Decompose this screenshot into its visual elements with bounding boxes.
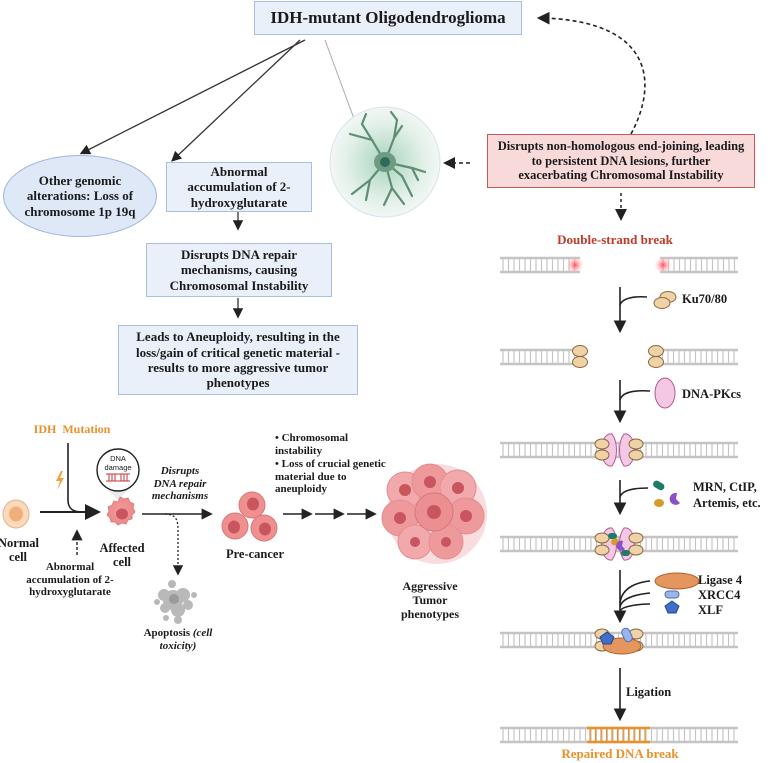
affected-cell-label: Affected cell: [99, 541, 145, 570]
dna-strand-ku-left: [500, 348, 582, 366]
title-box: IDH-mutant Oligodendroglioma: [254, 1, 522, 35]
ku-protein-icon: [653, 291, 677, 309]
bullet-loss-genetic-material: • Loss of crucial genetic material due t…: [275, 458, 386, 496]
mrn-icon: [653, 480, 665, 491]
dna-strand-mrn: [500, 535, 738, 553]
dna-strand-ku-right: [654, 348, 738, 366]
idh-mutation-arrow: [67, 443, 83, 513]
lightning-icon: [56, 471, 64, 490]
dna-strands: [500, 256, 738, 744]
aggressive-tumor-label: Aggressive Tumor phenotypes: [400, 579, 459, 621]
repaired-dna-label: Repaired DNA break: [561, 746, 679, 761]
dna-strand-break-left: [500, 256, 580, 274]
ligase4-label: Ligase 4: [698, 573, 743, 587]
arrow-title-to-genomic: [79, 39, 306, 155]
xlf-label: XLF: [698, 603, 723, 617]
arrow-title-to-2hg: [171, 39, 301, 162]
double-strand-break-label: Double-strand break: [557, 232, 673, 247]
abnormal-accumulation-label: Abnormal accumulation of 2-hydroxyglutar…: [26, 561, 114, 599]
dnapkcs-label: DNA-PKcs: [682, 387, 742, 401]
tumor-mass-icon: [381, 463, 487, 564]
dna-repair-box: Disrupts DNA repair mechanisms, causing …: [146, 243, 332, 297]
normal-cell-label: Normal cell: [0, 536, 39, 565]
bullet-chromosomal-instability: • Chromosomal instability: [275, 432, 349, 457]
artemis-icon: [669, 492, 680, 505]
ku-label: Ku70/80: [682, 292, 728, 306]
xrcc4-label: XRCC4: [698, 588, 741, 602]
dna-repaired-segment: [587, 726, 650, 744]
disrupts-repair-label: Disrupts DNA repair mechanisms: [151, 465, 209, 503]
dna-strand-repaired: [500, 726, 738, 744]
genomic-alterations-ellipse: Other genomic alterations: Loss of chrom…: [3, 155, 157, 237]
dnapkcs-icon: [654, 377, 676, 409]
xrcc4-icon: [664, 590, 680, 599]
nhej-disruption-box: Disrupts non-homologous end-joining, lea…: [487, 134, 755, 188]
abnormal-2hg-box: Abnormal accumulation of 2-hydroxyglutar…: [166, 162, 312, 212]
apoptosis-label: Apoptosis (cell toxicity): [143, 627, 213, 652]
aneuploidy-box: Leads to Aneuploidy, resulting in the lo…: [118, 325, 358, 395]
break-glow-left: [566, 256, 584, 274]
artemis-label: Artemis, etc.: [693, 496, 761, 510]
dotted-arrow-nhej-to-title: [536, 11, 646, 135]
dotted-arrow-to-apoptosis: [164, 513, 184, 576]
ligation-label: Ligation: [626, 685, 672, 699]
title-text: IDH-mutant Oligodendroglioma: [270, 7, 506, 27]
dna-strand-dnapk: [500, 441, 738, 459]
ligase4-icon: [654, 572, 700, 590]
ctip-icon: [654, 499, 664, 507]
dna-damage-label: DNA damage: [104, 454, 132, 472]
idh-mutation-label: IDH Mutation: [33, 422, 111, 436]
pre-cancer-label: Pre-cancer: [225, 547, 285, 561]
xlf-icon: [664, 600, 680, 614]
break-glow-right: [654, 256, 672, 274]
apoptosis-cell-icon: [154, 580, 197, 624]
dna-damage-icon: [106, 473, 130, 482]
mrn-label: MRN, CtIP,: [693, 480, 757, 494]
pre-cancer-cells-icon: [221, 491, 278, 542]
